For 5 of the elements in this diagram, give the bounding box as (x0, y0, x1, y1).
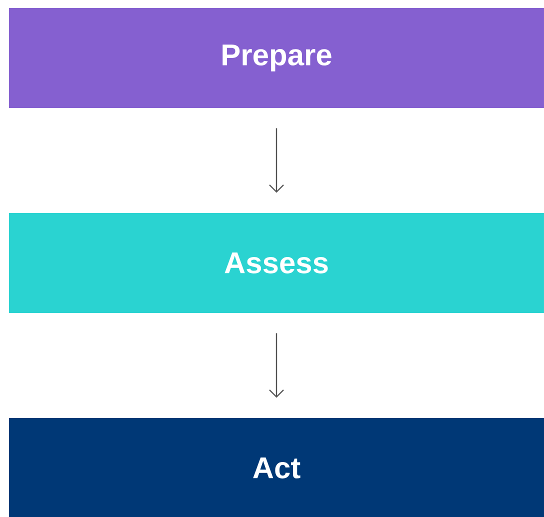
process-box: Assess (9, 213, 544, 313)
process-box: Prepare (9, 8, 544, 108)
process-box: Act (9, 418, 544, 517)
arrow (269, 333, 284, 398)
arrow (269, 128, 284, 193)
